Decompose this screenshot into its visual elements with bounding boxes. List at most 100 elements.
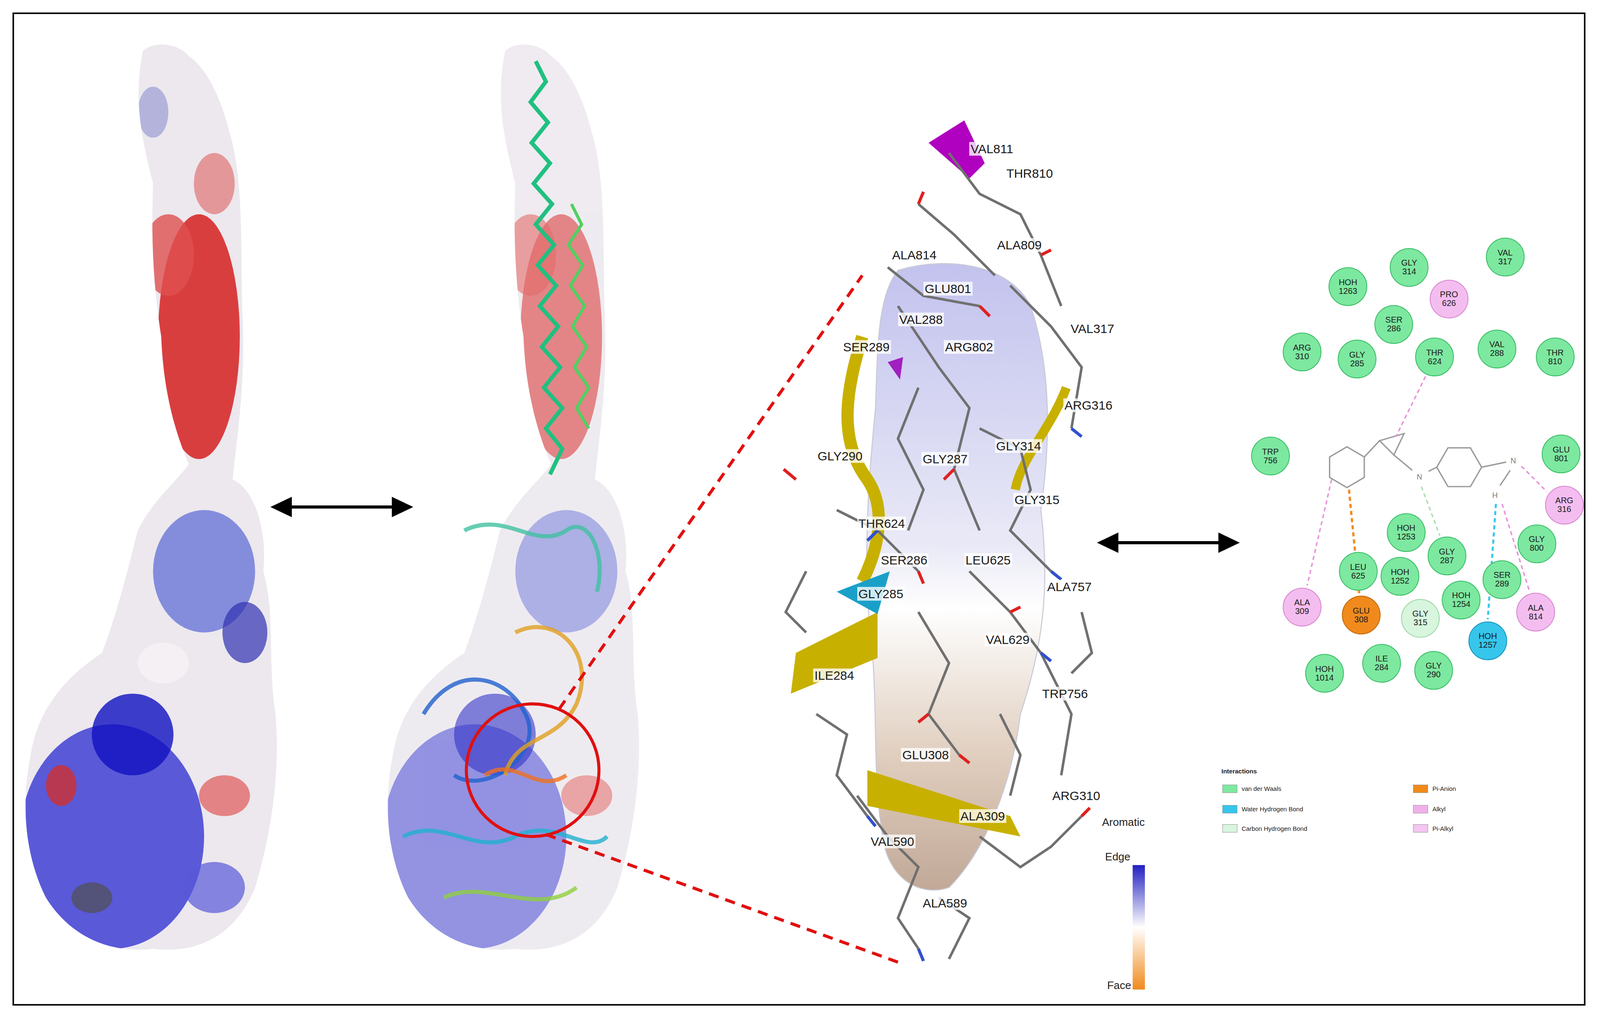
protein-surface-ribbon-part — [403, 830, 608, 843]
residue-circle: GLY 800 — [1517, 524, 1557, 564]
protein-surface-part-part — [199, 775, 251, 817]
residue-label: GLY315 — [1013, 492, 1061, 507]
residue-circle: GLY 287 — [1427, 536, 1467, 576]
protein-surface-ribbon-part — [443, 887, 577, 900]
residue-circle: ARG 316 — [1545, 485, 1584, 525]
residue-name: ALA 309 — [1288, 598, 1316, 616]
interaction-lines — [1307, 376, 1548, 620]
residue-circle: ALA 814 — [1516, 592, 1556, 632]
protein-surface-part-part — [71, 882, 113, 914]
residue-label: SER286 — [879, 553, 929, 568]
residue-name: HOH 1014 — [1310, 664, 1339, 683]
legend-row: van der Waals — [1222, 784, 1282, 794]
residue-name: THR 810 — [1541, 348, 1569, 366]
residue-label: GLU308 — [900, 748, 951, 762]
residue-name: GLU 308 — [1347, 606, 1375, 625]
ligand-2d-part — [1481, 462, 1507, 468]
protein-surface-part — [0, 0, 307, 1014]
protein-surface-ribbon-part — [568, 204, 589, 429]
residue-circle: SER 289 — [1482, 560, 1522, 600]
residue-label: GLY285 — [857, 587, 905, 601]
scale-label: Edge — [1104, 851, 1131, 864]
protein-surface-part-part — [183, 862, 245, 914]
residue-name: TRP 756 — [1256, 447, 1284, 466]
residue-label: ARG310 — [1050, 788, 1102, 803]
residue-name: HOH 1263 — [1334, 278, 1362, 296]
legend-swatch — [1413, 784, 1429, 794]
residue-name: ILE 284 — [1368, 654, 1396, 672]
interaction-lines-part — [1395, 376, 1426, 437]
residue-label: VAL629 — [984, 632, 1031, 647]
legend-swatch — [1222, 824, 1238, 833]
residue-name: SER 289 — [1488, 570, 1516, 589]
residue-name: SER 286 — [1380, 315, 1408, 334]
double-arrow-part — [287, 505, 396, 509]
residue-circle: THR 810 — [1535, 337, 1575, 377]
legend-row: Pi-Alkyl — [1413, 824, 1454, 833]
residue-label: ALA757 — [1045, 579, 1093, 594]
legend-row: Carbon Hydrogen Bond — [1222, 824, 1308, 833]
residue-circle: HOH 1263 — [1328, 267, 1368, 307]
legend-row: Pi-Anion — [1413, 784, 1456, 794]
double-arrow-part — [1114, 541, 1223, 545]
binding-pocket-3d-part-part — [857, 796, 919, 950]
residue-name: PRO 626 — [1435, 290, 1463, 308]
residue-label: ALA309 — [959, 809, 1007, 824]
residue-label: GLU801 — [923, 281, 973, 296]
residue-label: THR810 — [1005, 166, 1055, 181]
residue-label: ALA814 — [890, 248, 939, 262]
residue-name: LEU 625 — [1344, 562, 1372, 581]
binding-pocket-3d-part — [887, 357, 904, 380]
binding-pocket-3d-part-part — [867, 816, 876, 827]
legend-row: Alkyl — [1413, 805, 1446, 814]
ligand-2d-part — [1379, 433, 1405, 456]
residue-name: GLY 314 — [1395, 258, 1424, 277]
protein-surface — [0, 0, 307, 1014]
protein-surface-ribbon-part — [423, 679, 530, 782]
binding-pocket-3d-part-part — [1010, 607, 1021, 613]
residue-circle: ALA 309 — [1282, 587, 1322, 627]
residue-name: ARG 316 — [1550, 496, 1578, 514]
residue-label: ARG802 — [943, 340, 995, 354]
residue-circle: PRO 626 — [1429, 279, 1469, 319]
double-arrow-part — [391, 496, 414, 518]
residue-circle: HOH 1014 — [1305, 654, 1344, 693]
residue-label: TRP756 — [1040, 686, 1090, 701]
residue-circle: SER 286 — [1374, 305, 1414, 344]
protein-surface-ribbon-part — [464, 524, 600, 592]
residue-circle: GLU 801 — [1541, 434, 1581, 474]
residue-name: VAL 288 — [1483, 340, 1511, 358]
residue-name: GLY 290 — [1420, 661, 1448, 680]
residue-circle: GLY 314 — [1389, 248, 1429, 287]
binding-pocket-3d-part-part — [979, 306, 991, 317]
atom-label: N — [1510, 457, 1517, 466]
binding-pocket-3d-part-part — [1071, 428, 1082, 437]
protein-surface-ribbon-part — [362, 0, 669, 1014]
residue-name: GLY 285 — [1343, 350, 1372, 369]
binding-pocket-3d-part-part — [867, 530, 878, 541]
atom-label: N — [1416, 473, 1423, 482]
binding-pocket-3d-part — [783, 191, 1090, 817]
residue-label: VAL288 — [898, 312, 945, 327]
binding-pocket-3d-part-part — [959, 755, 970, 764]
protein-surface-part-part — [137, 642, 190, 684]
residue-name: ALA 814 — [1522, 603, 1550, 622]
ligand-2d — [1329, 433, 1511, 488]
legend-title: Interactions — [1221, 768, 1257, 776]
ligand-2d-part — [1393, 455, 1413, 471]
double-arrow-part — [270, 496, 292, 518]
residue-circle: VAL 317 — [1485, 237, 1525, 277]
residue-circle: GLY 290 — [1414, 651, 1454, 690]
ligand-2d-part — [1329, 446, 1365, 488]
residue-label: ALA589 — [921, 896, 969, 911]
binding-pocket-3d-part — [867, 770, 1021, 837]
protein-surface-ribbon — [362, 0, 669, 1014]
scale-label: Face — [1107, 979, 1132, 992]
residue-name: HOH 1254 — [1447, 591, 1476, 609]
residue-label: SER289 — [841, 340, 891, 354]
atom-label: H — [1491, 491, 1498, 501]
double-arrow-part — [1097, 532, 1119, 553]
binding-pocket-3d — [783, 120, 1092, 961]
binding-pocket-3d-part-part — [1081, 808, 1090, 817]
